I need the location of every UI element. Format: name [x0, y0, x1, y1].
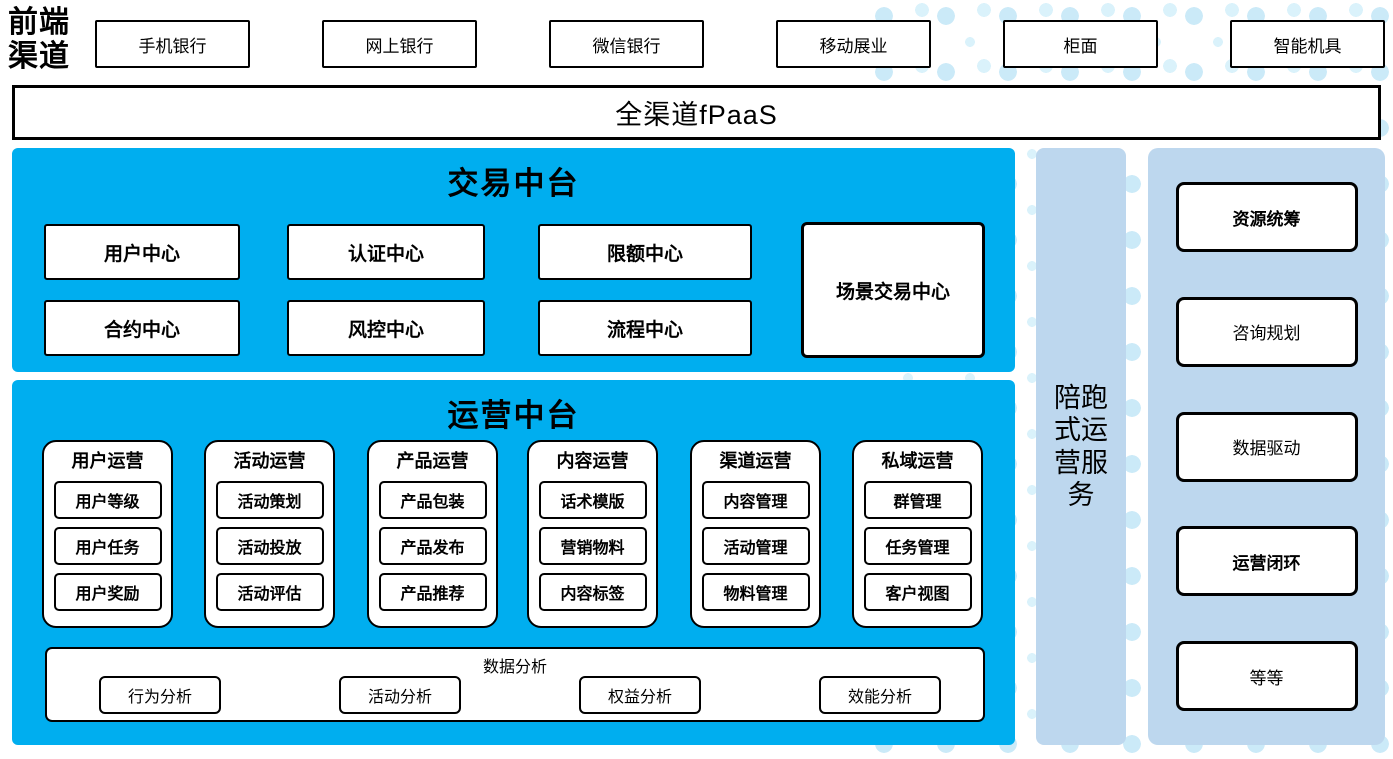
analysis-box-efficiency: 效能分析 — [819, 676, 941, 714]
trade-platform-title: 交易中台 — [447, 166, 580, 201]
channel-box-counter: 柜面 — [1003, 20, 1158, 68]
ops-item: 活动投放 — [215, 527, 324, 565]
ops-item: 内容标签 — [538, 573, 647, 611]
ops-group-header: 活动运营 — [233, 451, 306, 471]
ops-item: 产品包装 — [378, 481, 487, 519]
ops-group-private-domain: 私域运营 群管理 任务管理 客户视图 — [852, 440, 983, 628]
ops-item: 活动管理 — [701, 527, 810, 565]
ops-group-header: 产品运营 — [396, 451, 469, 471]
right-service-panel: 资源统筹 咨询规划 数据驱动 运营闭环 等等 — [1148, 148, 1385, 745]
service-box: 数据驱动 — [1175, 411, 1358, 482]
channel-row: 手机银行 网上银行 微信银行 移动展业 柜面 智能机具 — [95, 20, 1385, 68]
ops-item: 营销物料 — [538, 527, 647, 565]
ops-item: 产品发布 — [378, 527, 487, 565]
ops-group-channel: 渠道运营 内容管理 活动管理 物料管理 — [690, 440, 821, 628]
companion-service-bar: 陪跑式运营服务 — [1036, 148, 1126, 745]
ops-item: 客户视图 — [863, 573, 972, 611]
trade-box-scene-trade-center: 场景交易中心 — [801, 222, 985, 358]
ops-item: 用户奖励 — [53, 573, 162, 611]
ops-item: 用户等级 — [53, 481, 162, 519]
ops-platform-title: 运营中台 — [447, 398, 580, 433]
ops-item: 活动评估 — [215, 573, 324, 611]
data-analysis-items: 行为分析 活动分析 权益分析 效能分析 — [99, 676, 941, 714]
service-box: 等等 — [1175, 641, 1358, 711]
trade-box-contract-center: 合约中心 — [44, 300, 240, 356]
ops-group-header: 用户运营 — [71, 451, 144, 471]
ops-item: 话术模版 — [538, 481, 647, 519]
trade-platform-panel: 交易中台 用户中心 认证中心 限额中心 合约中心 风控中心 流程中心 场景交易中… — [12, 148, 1015, 372]
analysis-box-activity: 活动分析 — [339, 676, 461, 714]
service-box: 咨询规划 — [1175, 296, 1358, 367]
ops-group-header: 渠道运营 — [719, 451, 792, 471]
channel-box-online-banking: 网上银行 — [322, 20, 477, 68]
service-box: 资源统筹 — [1175, 182, 1358, 252]
ops-item: 产品推荐 — [378, 573, 487, 611]
channel-box-smart-devices: 智能机具 — [1230, 20, 1385, 68]
ops-group-user: 用户运营 用户等级 用户任务 用户奖励 — [42, 440, 173, 628]
channel-box-mobile-marketing: 移动展业 — [776, 20, 931, 68]
trade-box-risk-center: 风控中心 — [287, 300, 485, 356]
trade-box-user-center: 用户中心 — [44, 224, 240, 280]
data-analysis-title: 数据分析 — [482, 659, 547, 676]
ops-group-activity: 活动运营 活动策划 活动投放 活动评估 — [204, 440, 335, 628]
ops-group-header: 私域运营 — [881, 451, 954, 471]
channel-box-wechat-banking: 微信银行 — [549, 20, 704, 68]
ops-item: 物料管理 — [701, 573, 810, 611]
ops-group-header: 内容运营 — [556, 451, 629, 471]
ops-platform-panel: 运营中台 用户运营 用户等级 用户任务 用户奖励 活动运营 活动策划 活动投放 … — [12, 380, 1015, 745]
ops-item: 用户任务 — [53, 527, 162, 565]
ops-item: 群管理 — [863, 481, 972, 519]
data-analysis-strip: 数据分析 行为分析 活动分析 权益分析 效能分析 — [45, 647, 985, 722]
front-channel-label: 前端渠道 — [8, 6, 70, 73]
channel-box-mobile-banking: 手机银行 — [95, 20, 250, 68]
analysis-box-behavior: 行为分析 — [99, 676, 221, 714]
trade-box-auth-center: 认证中心 — [287, 224, 485, 280]
analysis-box-rights: 权益分析 — [579, 676, 701, 714]
trade-box-limit-center: 限额中心 — [538, 224, 752, 280]
companion-service-label: 陪跑式运营服务 — [1054, 382, 1108, 510]
ops-item: 内容管理 — [701, 481, 810, 519]
service-box: 运营闭环 — [1175, 526, 1358, 597]
ops-item: 任务管理 — [863, 527, 972, 565]
fpaas-bar: 全渠道fPaaS — [12, 85, 1381, 140]
ops-group-product: 产品运营 产品包装 产品发布 产品推荐 — [367, 440, 498, 628]
ops-item: 活动策划 — [215, 481, 324, 519]
ops-group-content: 内容运营 话术模版 营销物料 内容标签 — [527, 440, 658, 628]
trade-box-process-center: 流程中心 — [538, 300, 752, 356]
